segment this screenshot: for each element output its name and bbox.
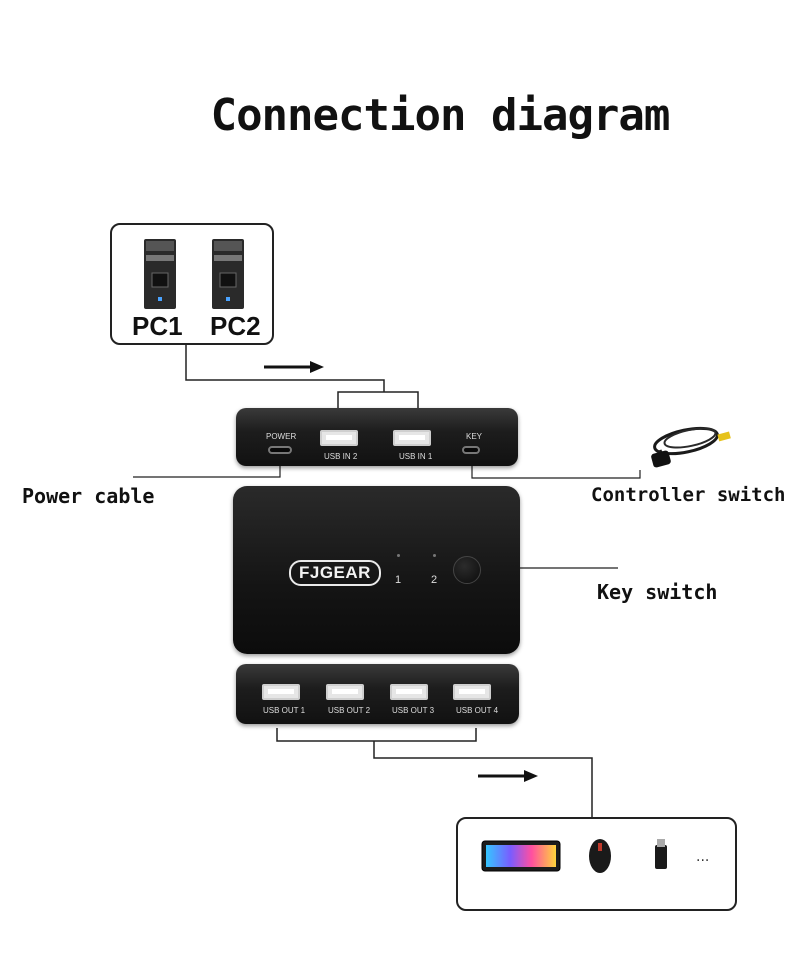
key-switch-label: Key switch <box>597 580 718 604</box>
usb-in-bracket <box>337 391 419 408</box>
usb-in-1-port <box>393 430 431 446</box>
usb-out-4-port <box>453 684 491 700</box>
power-port <box>268 446 292 454</box>
led-2-indicator <box>433 554 436 557</box>
key-switch-button[interactable] <box>453 556 481 584</box>
power-port-label: POWER <box>266 432 297 441</box>
kvm-back-panel: POWER USB IN 2 USB IN 1 KEY <box>236 408 518 466</box>
key-port <box>462 446 480 454</box>
led-1-label: 1 <box>395 574 402 586</box>
usb-out-bracket <box>276 728 477 742</box>
keyboard-icon <box>481 840 561 872</box>
pc-connector-line <box>185 343 385 392</box>
pc1-label: PC1 <box>132 311 183 341</box>
usb-in-2-port <box>320 430 358 446</box>
led-2-label: 2 <box>431 574 438 586</box>
computers-box: PC1 PC2 <box>110 223 274 345</box>
controller-switch-label: Controller switch <box>591 484 786 506</box>
peripheral-connector-line <box>373 741 593 817</box>
usb-in-2-label: USB IN 2 <box>324 452 358 461</box>
usb-out-3-port <box>390 684 428 700</box>
pc-tower-icon <box>144 239 176 309</box>
mouse-icon <box>589 839 611 873</box>
kvm-bottom-panel: USB OUT 1 USB OUT 2 USB OUT 3 USB OUT 4 <box>236 664 519 724</box>
usb-out-2-label: USB OUT 2 <box>328 706 371 715</box>
usb-out-4-label: USB OUT 4 <box>456 706 499 715</box>
brand-logo: FJGEAR <box>289 560 381 586</box>
page-title: Connection diagram <box>210 90 671 141</box>
key-port-label: KEY <box>466 432 483 441</box>
usb-out-1-label: USB OUT 1 <box>263 706 306 715</box>
usb-drive-icon <box>655 839 667 869</box>
controller-switch-line <box>471 455 641 479</box>
usb-in-1-label: USB IN 1 <box>399 452 433 461</box>
peripherals-box: ... <box>456 817 737 911</box>
usb-out-3-label: USB OUT 3 <box>392 706 435 715</box>
peripheral-icons <box>481 839 667 873</box>
pc2-label: PC2 <box>210 311 261 341</box>
pc-tower-icon <box>212 239 244 309</box>
power-cable-label: Power cable <box>22 484 155 508</box>
kvm-front-panel: FJGEAR 1 2 <box>233 486 520 654</box>
usb-out-2-port <box>326 684 364 700</box>
led-1-indicator <box>397 554 400 557</box>
usb-out-1-port <box>262 684 300 700</box>
arrow-right-bottom-icon <box>478 770 538 782</box>
pc-tower-icons <box>144 239 244 309</box>
arrow-right-top-icon <box>264 361 324 373</box>
more-peripherals-ellipsis: ... <box>696 849 710 865</box>
